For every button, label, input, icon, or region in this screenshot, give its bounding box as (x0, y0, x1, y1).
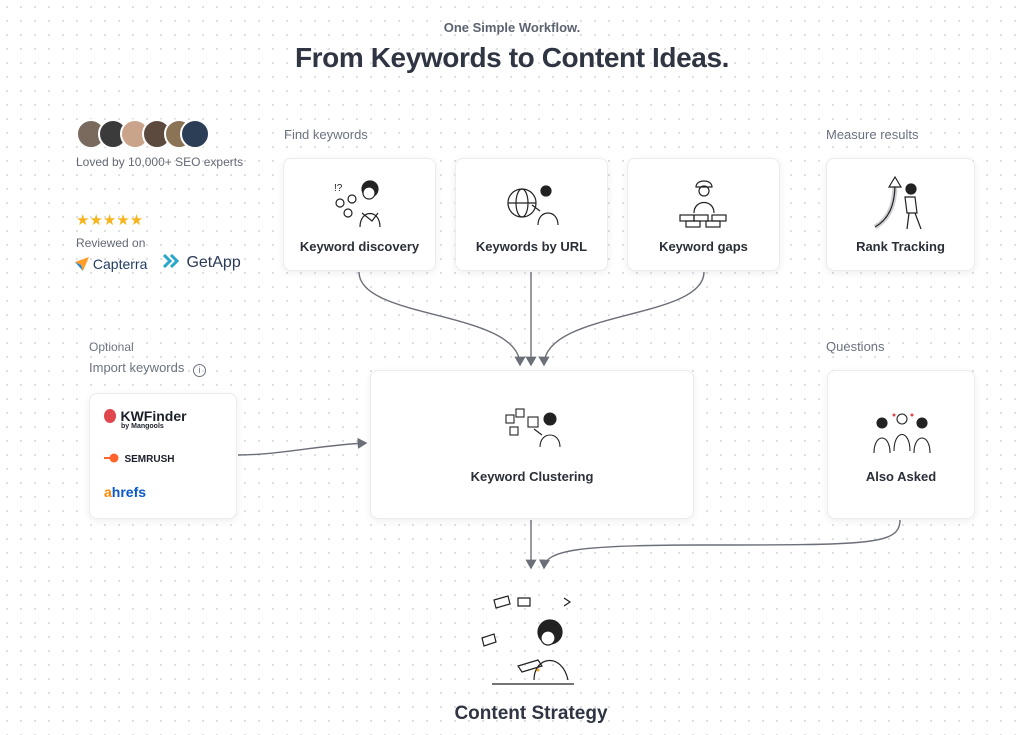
card-keywords-by-url[interactable]: Keywords by URL (455, 158, 608, 271)
card-keyword-discovery[interactable]: !? Keyword discovery (283, 158, 436, 271)
keyword-gaps-illustration (679, 180, 727, 228)
ahrefs-text-rest: hrefs (111, 484, 147, 500)
avatar-group (76, 119, 216, 151)
svg-text:!?: !? (334, 183, 343, 194)
rank-tracking-illustration (873, 175, 922, 230)
section-questions: Questions (826, 339, 885, 354)
card-also-asked[interactable]: Also Asked (827, 370, 975, 519)
card-import-tools[interactable]: KWFinder by Mangools SEMRUSH ahrefs (89, 393, 237, 519)
card-keywords-by-url-label: Keywords by URL (475, 239, 588, 254)
capterra-text: Capterra (92, 256, 148, 272)
card-keyword-clustering-label: Keyword Clustering (470, 469, 594, 484)
arrow-discovery-to-clustering (358, 271, 526, 367)
card-keyword-gaps[interactable]: Keyword gaps (627, 158, 780, 271)
card-rank-tracking-label: Rank Tracking (856, 239, 945, 254)
capterra-logo[interactable]: Capterra (75, 256, 147, 272)
content-strategy-label: Content Strategy (454, 703, 608, 724)
kwfinder-icon (104, 409, 116, 423)
loved-by-text: Loved by 10,000+ SEO experts (76, 155, 244, 169)
getapp-logo[interactable]: GetApp (162, 253, 241, 272)
eyebrow-text: One Simple Workflow. (443, 20, 581, 35)
section-optional: Optional (89, 340, 134, 354)
card-keyword-clustering[interactable]: Keyword Clustering (370, 370, 694, 519)
arrow-import-to-clustering (237, 437, 368, 456)
card-keyword-gaps-label: Keyword gaps (659, 239, 748, 254)
keywords-by-url-illustration (507, 185, 559, 226)
kwfinder-text: KWFinder (120, 408, 187, 424)
getapp-text: GetApp (186, 254, 241, 271)
semrush-logo[interactable]: SEMRUSH (104, 449, 174, 467)
card-rank-tracking[interactable]: Rank Tracking (826, 158, 975, 271)
content-strategy-illustration (481, 595, 574, 685)
section-measure-results: Measure results (826, 127, 919, 142)
import-keywords-label: Import keywords (89, 360, 185, 375)
arrow-asked-to-strategy (538, 519, 901, 570)
avatar (180, 119, 210, 149)
capterra-icon (75, 257, 89, 271)
semrush-icon (104, 453, 119, 463)
keyword-discovery-illustration: !? (334, 180, 381, 228)
ahrefs-text-a: a (104, 484, 112, 500)
kwfinder-subtext: by Mangools (121, 423, 164, 430)
rating-stars: ★★★★★ (76, 212, 144, 229)
kwfinder-logo[interactable]: KWFinder by Mangools (104, 408, 187, 430)
semrush-text: SEMRUSH (124, 454, 175, 465)
arrow-gaps-to-clustering (538, 271, 705, 367)
card-also-asked-label: Also Asked (865, 469, 937, 484)
also-asked-illustration (873, 413, 931, 454)
getapp-icon (162, 253, 180, 269)
info-icon[interactable]: i (193, 364, 206, 377)
page-title: From Keywords to Content Ideas. (294, 42, 730, 73)
section-find-keywords: Find keywords (284, 127, 368, 142)
section-import-keywords: Import keywords i (89, 360, 206, 377)
ahrefs-logo[interactable]: ahrefs (104, 484, 146, 502)
card-keyword-discovery-label: Keyword discovery (299, 239, 420, 254)
keyword-clustering-illustration (505, 408, 561, 448)
reviewed-on-text: Reviewed on (76, 236, 146, 250)
